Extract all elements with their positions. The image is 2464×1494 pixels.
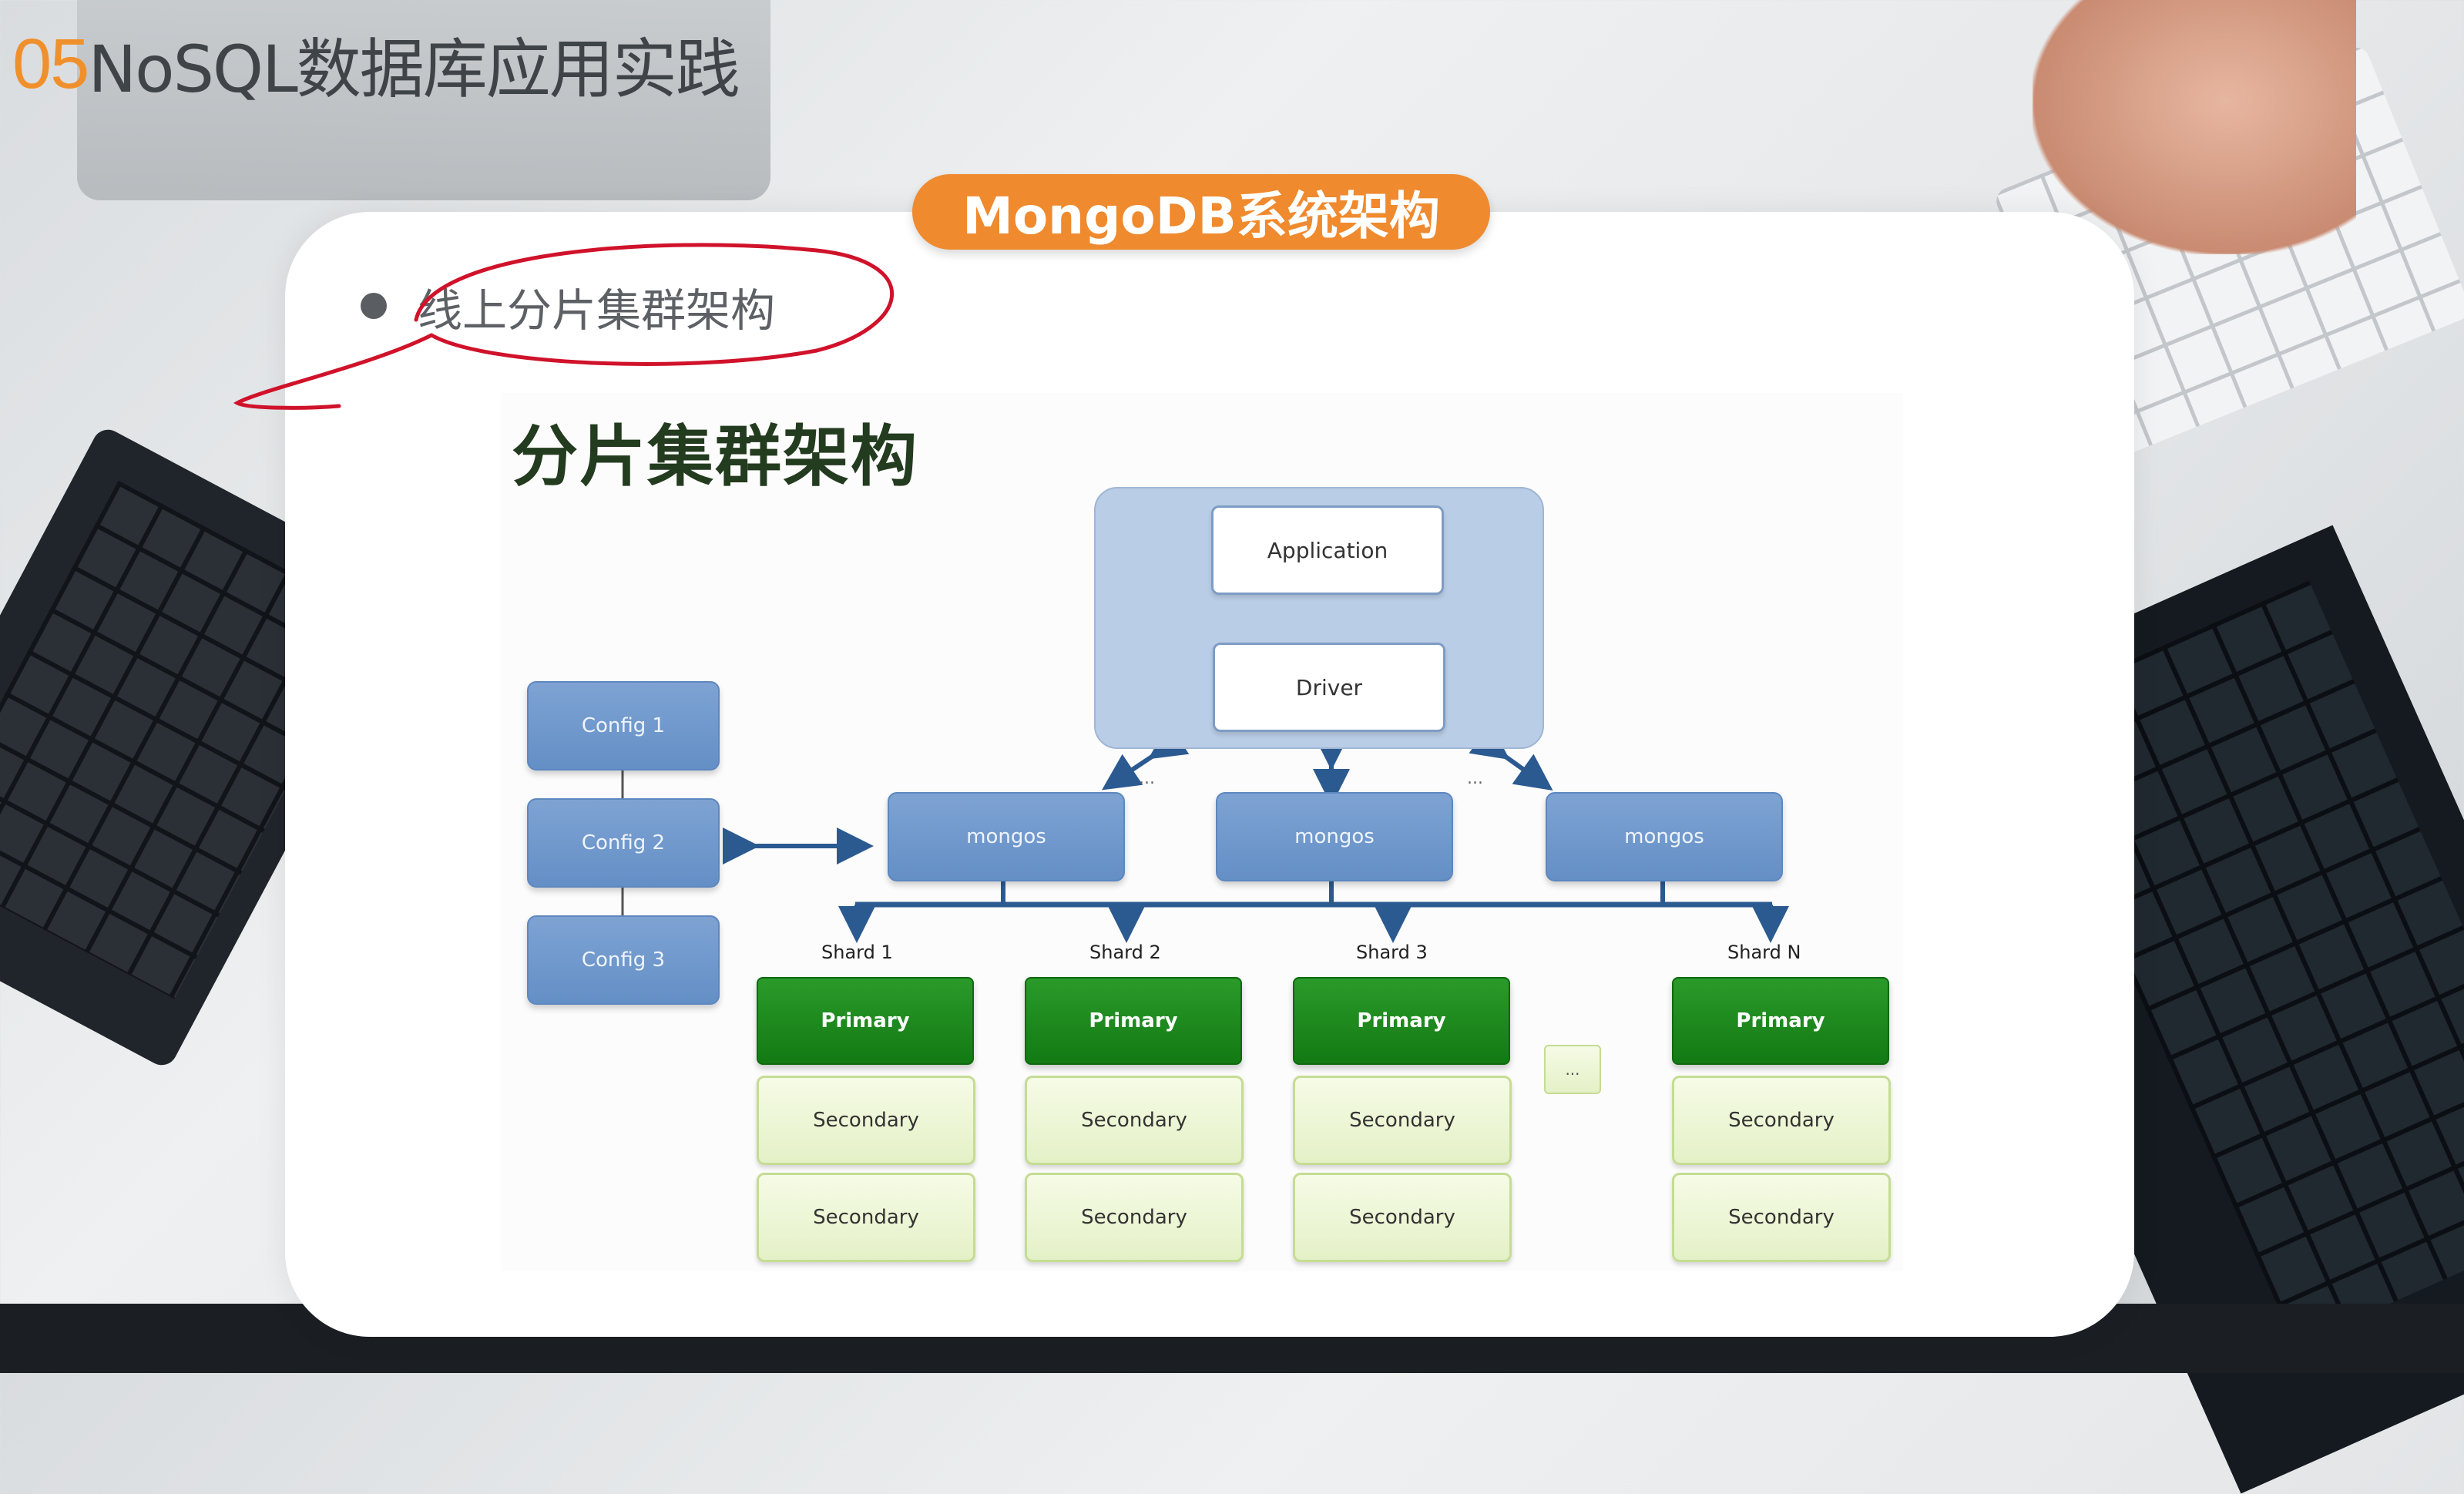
bullet-dot	[361, 293, 387, 319]
application-box: Application	[1211, 505, 1444, 595]
slide-header: 05 NoSQL数据库应用实践	[12, 14, 740, 114]
primary-node: Primary	[757, 977, 974, 1065]
header-title: NoSQL数据库应用实践	[88, 31, 740, 107]
background-laptop	[77, 0, 770, 200]
primary-node: Primary	[1672, 977, 1889, 1065]
shard-label: Shard 1	[821, 942, 893, 963]
sharding-diagram: 分片集群架构 Application Driver Config 1 Co	[501, 393, 1903, 1271]
section-title-pill: MongoDB系统架构	[912, 174, 1490, 250]
shard-ellipsis: ...	[1544, 1045, 1601, 1094]
primary-node: Primary	[1025, 977, 1242, 1065]
secondary-node: Secondary	[757, 1173, 975, 1262]
background-hand	[2033, 0, 2356, 254]
secondary-node: Secondary	[1672, 1076, 1891, 1165]
header-number: 05	[12, 24, 89, 103]
secondary-node: Secondary	[1672, 1173, 1891, 1262]
mongos-box: mongos	[1216, 792, 1453, 881]
secondary-node: Secondary	[1025, 1173, 1244, 1262]
config-box: Config 3	[527, 915, 720, 1005]
secondary-node: Secondary	[1025, 1076, 1244, 1165]
mongos-box: mongos	[888, 792, 1125, 881]
shard-label: Shard 2	[1089, 942, 1161, 963]
primary-node: Primary	[1293, 977, 1510, 1065]
connector-lines	[621, 581, 1789, 943]
bullet-text: 线上分片集群架构	[418, 284, 776, 337]
config-box: Config 2	[527, 798, 720, 888]
secondary-node: Secondary	[1293, 1173, 1512, 1262]
red-circle-annotation	[233, 243, 895, 410]
secondary-node: Secondary	[757, 1076, 975, 1165]
config-box: Config 1	[527, 681, 720, 771]
diagram-title: 分片集群架构	[512, 418, 918, 495]
shard-label: Shard N	[1727, 942, 1801, 963]
mongos-ellipsis: ...	[1467, 769, 1483, 788]
mongos-box: mongos	[1546, 792, 1783, 881]
shard-label: Shard 3	[1356, 942, 1428, 963]
driver-box: Driver	[1213, 643, 1445, 732]
secondary-node: Secondary	[1293, 1076, 1512, 1165]
mongos-ellipsis: ...	[1139, 769, 1155, 788]
